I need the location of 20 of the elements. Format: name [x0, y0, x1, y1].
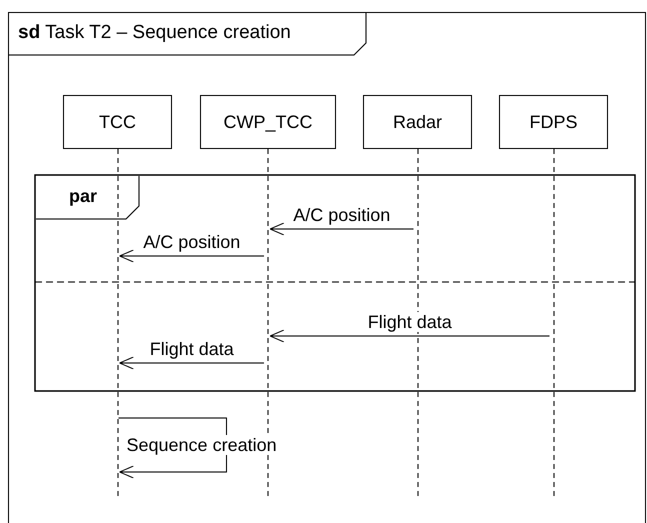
message-label: A/C position	[292, 205, 392, 225]
lifeline	[114, 149, 120, 498]
sequence-diagram-frame	[8, 12, 646, 523]
message-label: Sequence creation	[126, 435, 278, 455]
participant-box: TCC	[63, 95, 172, 149]
message-label: Flight data	[148, 339, 235, 359]
message-arrow	[119, 250, 264, 262]
fragment-operator: par	[69, 186, 98, 207]
message-label: Flight data	[366, 312, 453, 332]
lifeline	[550, 149, 556, 498]
message-arrow	[119, 356, 264, 370]
message-arrow	[270, 222, 414, 236]
participant-box: CWP_TCC	[200, 95, 336, 149]
message-label: A/C position	[142, 232, 242, 252]
frame-title: sd Task T2 – Sequence creation	[18, 22, 291, 44]
message-arrow	[118, 418, 227, 478]
participant-box: FDPS	[499, 95, 608, 149]
participant-box: Radar	[363, 95, 472, 149]
message-arrow	[270, 330, 550, 342]
fragment-tab	[36, 176, 140, 220]
